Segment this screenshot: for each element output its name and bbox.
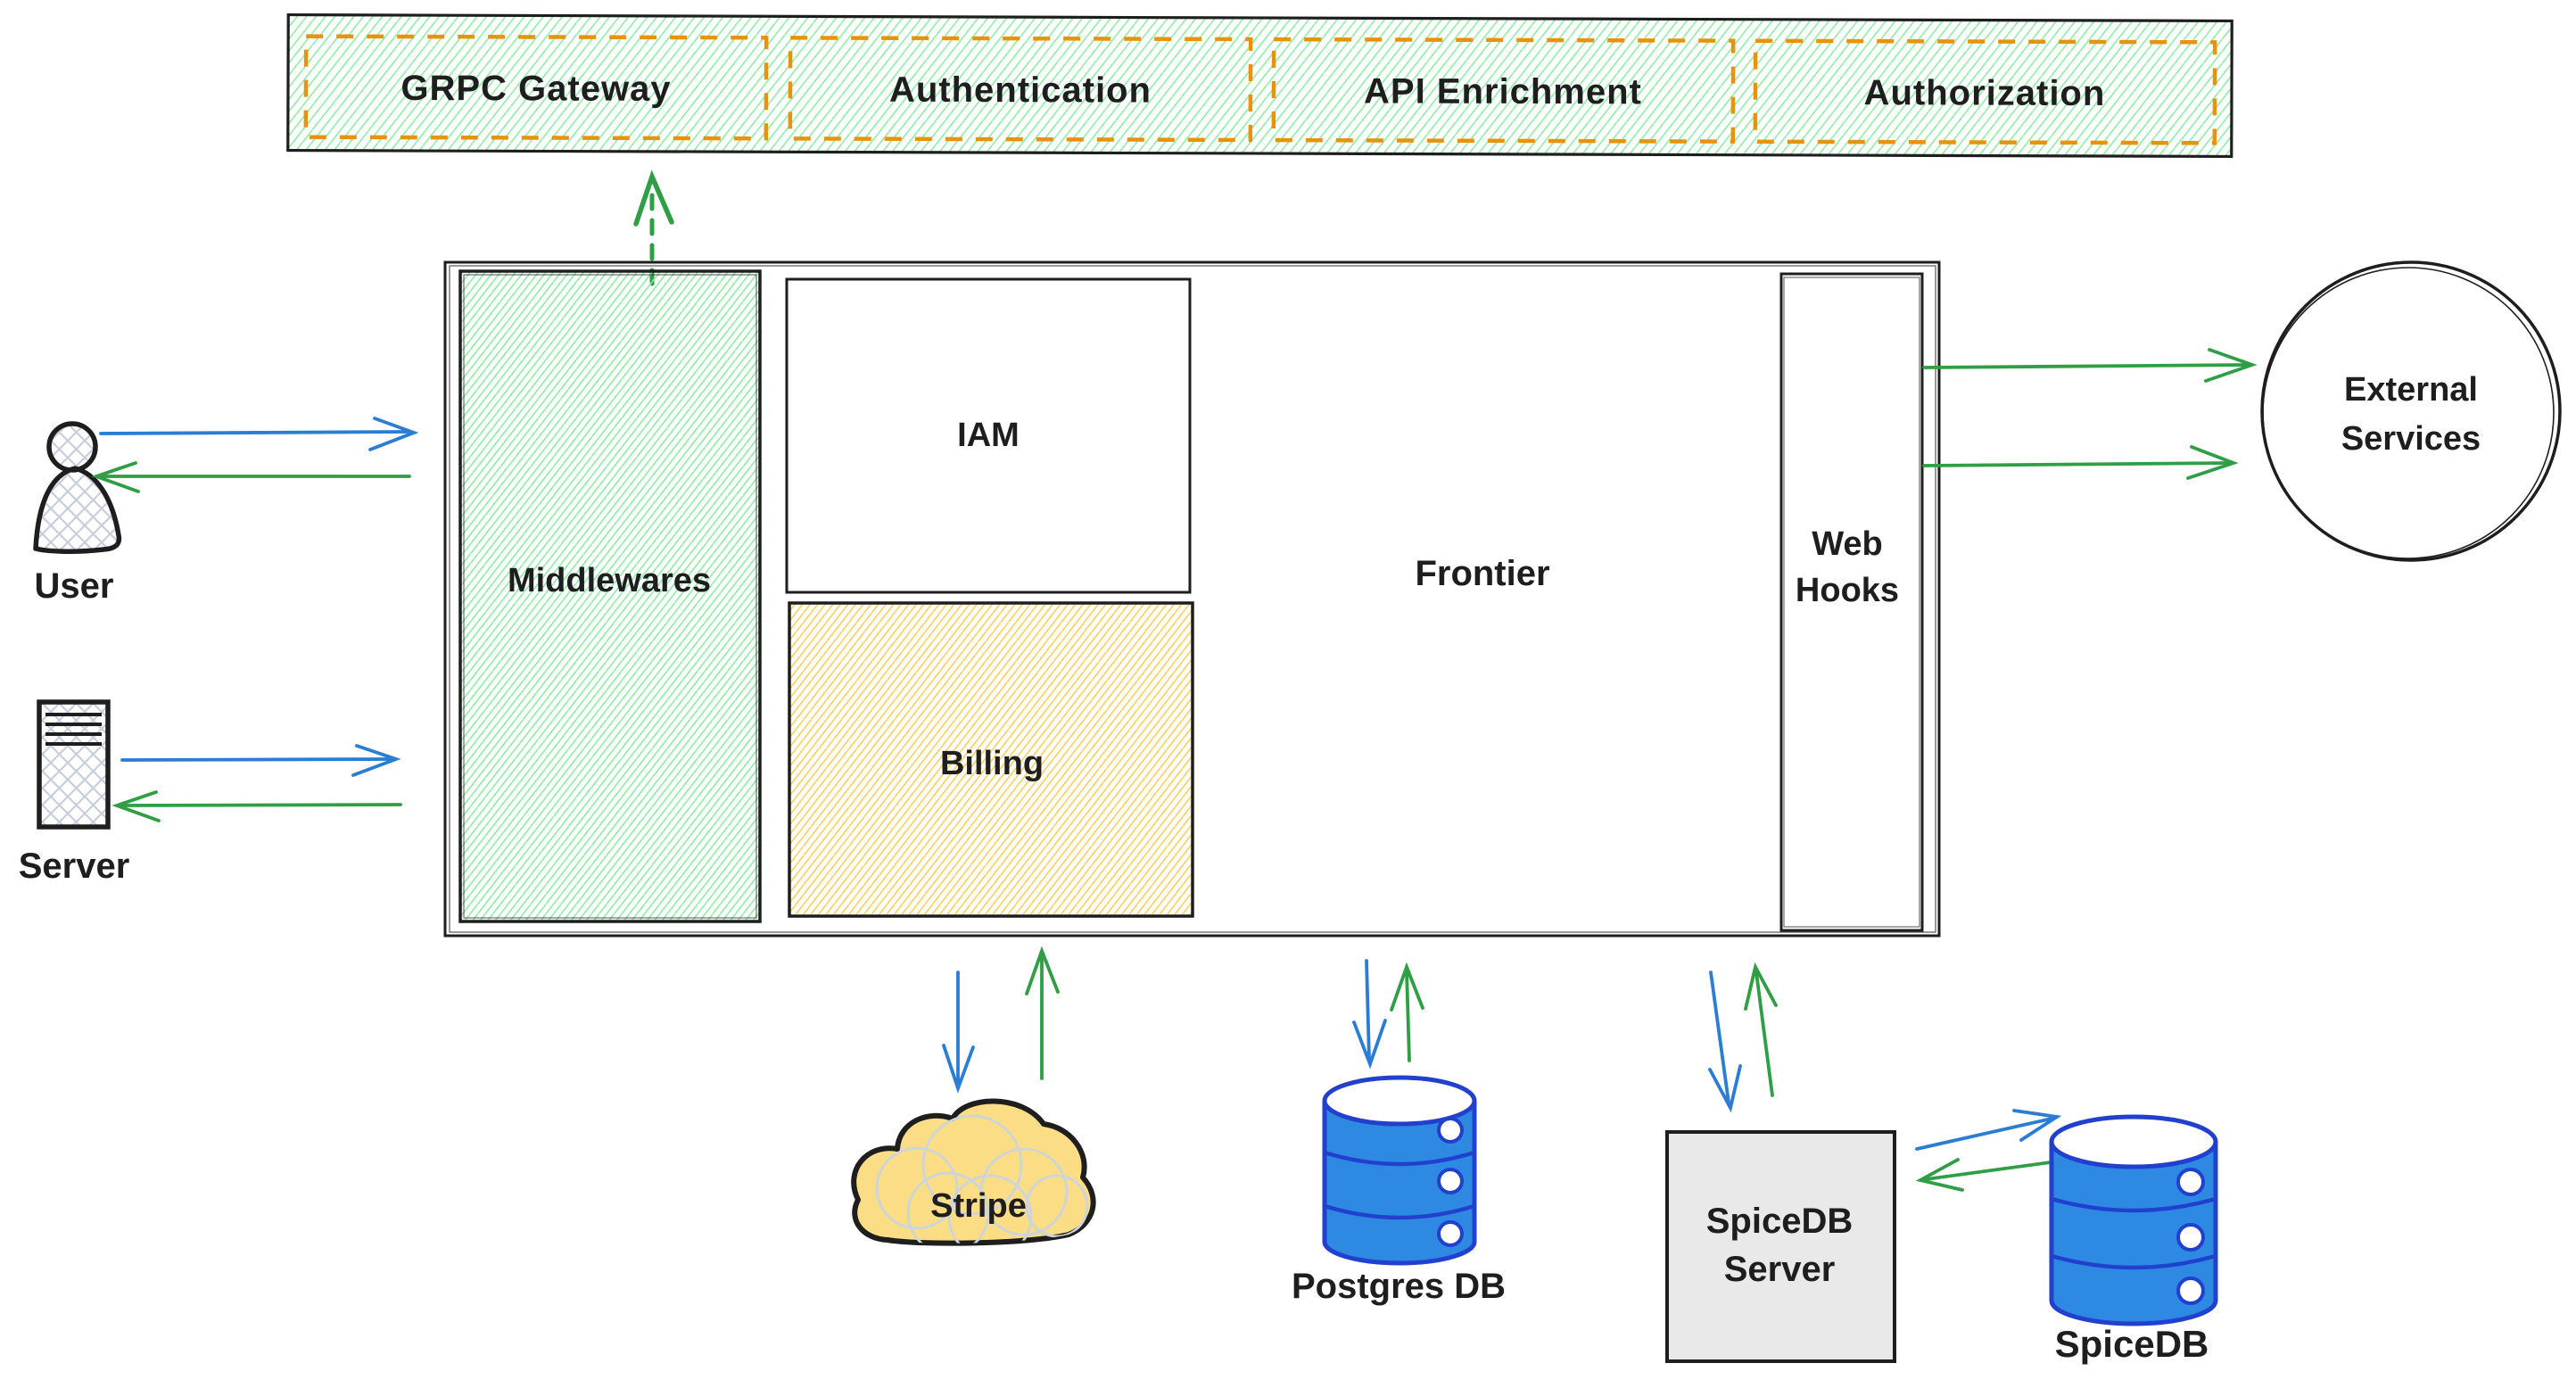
svg-text:Server: Server — [1724, 1250, 1836, 1289]
svg-text:Frontier: Frontier — [1415, 554, 1549, 593]
svg-text:Authentication: Authentication — [889, 70, 1152, 111]
svg-text:API Enrichment: API Enrichment — [1364, 71, 1642, 112]
svg-text:Hooks: Hooks — [1796, 572, 1899, 609]
svg-text:Server: Server — [19, 847, 130, 886]
svg-text:SpiceDB: SpiceDB — [1706, 1202, 1854, 1241]
svg-text:Authorization: Authorization — [1864, 73, 2106, 113]
svg-text:Web: Web — [1812, 525, 1883, 563]
svg-text:Services: Services — [2341, 420, 2481, 458]
svg-text:Billing: Billing — [940, 745, 1044, 782]
svg-text:External: External — [2344, 371, 2478, 409]
svg-text:Middlewares: Middlewares — [508, 562, 711, 599]
svg-text:GRPC Gateway: GRPC Gateway — [400, 69, 671, 109]
svg-text:SpiceDB: SpiceDB — [2055, 1323, 2209, 1365]
svg-text:Stripe: Stripe — [930, 1187, 1027, 1225]
svg-text:IAM: IAM — [957, 417, 1020, 454]
svg-text:User: User — [35, 566, 114, 606]
svg-text:Postgres DB: Postgres DB — [1292, 1267, 1506, 1306]
